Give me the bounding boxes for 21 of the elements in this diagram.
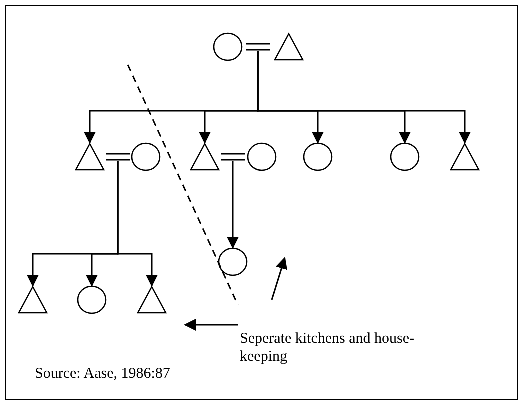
triangle-symbol bbox=[450, 143, 480, 171]
marriage-sign bbox=[221, 153, 245, 161]
marriage-sign bbox=[246, 43, 270, 51]
circle-symbol bbox=[213, 33, 243, 61]
marriage-sign bbox=[106, 153, 130, 161]
circle-symbol bbox=[303, 143, 333, 171]
triangle-symbol bbox=[274, 33, 304, 61]
triangle-symbol bbox=[75, 143, 105, 171]
circle-symbol bbox=[77, 286, 107, 314]
note-text: Source: Aase, 1986:87 bbox=[35, 365, 172, 383]
triangle-symbol bbox=[137, 286, 167, 314]
circle-symbol bbox=[247, 143, 277, 171]
circle-symbol bbox=[390, 143, 420, 171]
note-text: Seperate kitchens and house-keeping bbox=[240, 330, 416, 366]
circle-symbol bbox=[131, 143, 161, 171]
descent-arrow bbox=[257, 51, 471, 144]
circle-symbol bbox=[218, 248, 248, 276]
triangle-symbol bbox=[190, 143, 220, 171]
descent-arrow bbox=[227, 161, 239, 249]
descent-arrow bbox=[117, 161, 158, 287]
triangle-symbol bbox=[18, 286, 48, 314]
